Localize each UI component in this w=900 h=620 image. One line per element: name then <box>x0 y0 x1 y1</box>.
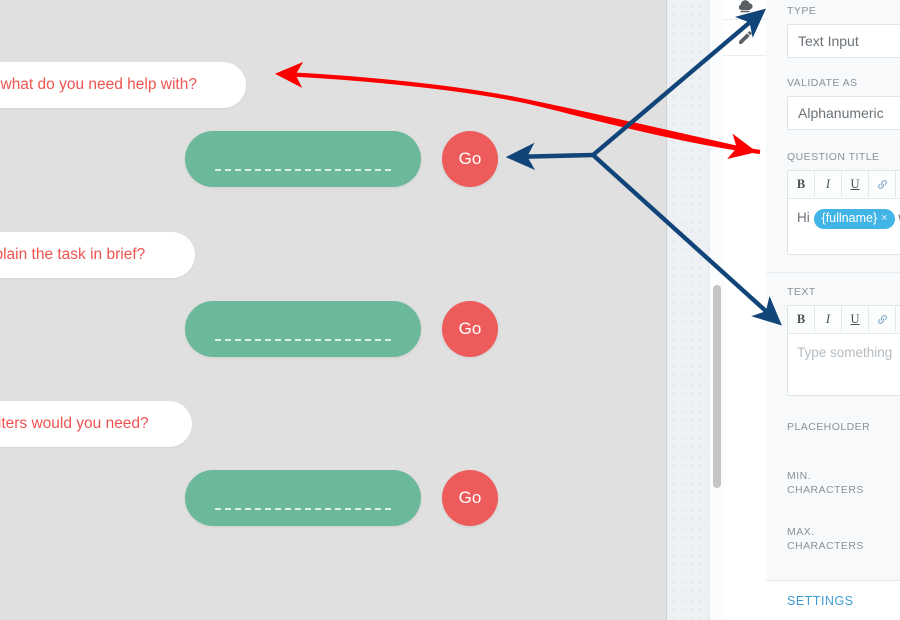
dotted-separator-strip <box>666 0 711 620</box>
upload-cloud-icon-button[interactable] <box>724 0 766 20</box>
chat-answer-input[interactable] <box>185 131 421 187</box>
properties-panel: Type Text Input Validate as Alphanumeric… <box>766 0 900 620</box>
chat-bubble-text: Could you explain the task in brief? <box>0 246 146 263</box>
link-icon <box>877 179 887 189</box>
chat-bubble-question: Could you explain the task in brief? <box>0 232 195 278</box>
answer-underline <box>215 169 391 171</box>
go-button[interactable]: Go <box>442 470 498 526</box>
chat-bubble-text: How many writers would you need? <box>0 415 149 432</box>
chat-bubble-text: Hi {fullname}, what do you need help wit… <box>0 76 197 93</box>
max-characters-label: Max. characters <box>787 526 864 552</box>
question-title-text-before: Hi <box>797 210 810 225</box>
text-editor[interactable]: B I U Type something <box>787 305 900 396</box>
underline-button[interactable]: U <box>842 306 869 332</box>
bold-button[interactable]: B <box>788 171 815 197</box>
answer-underline <box>215 339 391 341</box>
text-content[interactable]: Type something <box>797 345 893 360</box>
go-button[interactable]: Go <box>442 301 498 357</box>
min-characters-label: Min. characters <box>787 470 864 496</box>
answer-underline <box>215 508 391 510</box>
question-title-text-after: with? <box>898 210 900 225</box>
pencil-icon-button[interactable] <box>724 20 766 56</box>
text-label: Text <box>787 286 816 298</box>
link-icon-button[interactable] <box>869 306 896 332</box>
scrollbar-thumb[interactable] <box>713 285 721 488</box>
question-title-toolbar: B I U <box>788 171 900 199</box>
settings-tab-label: Settings <box>787 594 854 608</box>
link-icon <box>877 314 887 324</box>
type-label: Type <box>787 5 817 17</box>
link-icon-button[interactable] <box>869 171 896 197</box>
validate-as-value: Alphanumeric <box>798 105 884 121</box>
validate-as-select[interactable]: Alphanumeric <box>787 96 900 130</box>
question-title-content[interactable]: Hi {fullname} × with? <box>788 199 900 254</box>
icon-toolbar-rail <box>724 0 767 620</box>
fullname-tag-label: {fullname} <box>821 211 878 225</box>
question-title-editor[interactable]: B I U Hi {fullname} × <box>787 170 900 255</box>
chat-answer-row: Go <box>185 470 498 526</box>
chat-answer-row: Go <box>185 301 498 357</box>
fullname-tag[interactable]: {fullname} × <box>813 209 895 229</box>
text-toolbar: B I U <box>788 306 900 334</box>
chat-answer-row: Go <box>185 131 498 187</box>
chat-preview-canvas: Hi {fullname}, what do you need help wit… <box>0 0 666 620</box>
validate-as-label: Validate as <box>787 77 858 89</box>
upload-cloud-icon <box>738 0 753 12</box>
type-select[interactable]: Text Input <box>787 24 900 58</box>
settings-tab[interactable]: Settings <box>766 580 900 620</box>
panel-divider <box>766 272 900 273</box>
italic-button[interactable]: I <box>815 171 842 197</box>
placeholder-label: Placeholder <box>787 421 871 433</box>
go-button[interactable]: Go <box>442 131 498 187</box>
underline-button[interactable]: U <box>842 171 869 197</box>
chat-bubble-question: How many writers would you need? <box>0 401 192 447</box>
pencil-icon <box>738 31 752 44</box>
italic-button[interactable]: I <box>815 306 842 332</box>
type-value: Text Input <box>798 33 859 49</box>
chat-answer-input[interactable] <box>185 470 421 526</box>
chat-bubble-question: Hi {fullname}, what do you need help wit… <box>0 62 246 108</box>
chat-answer-input[interactable] <box>185 301 421 357</box>
question-title-label: Question title <box>787 151 880 163</box>
bold-button[interactable]: B <box>788 306 815 332</box>
fullname-tag-remove-icon[interactable]: × <box>881 212 888 224</box>
